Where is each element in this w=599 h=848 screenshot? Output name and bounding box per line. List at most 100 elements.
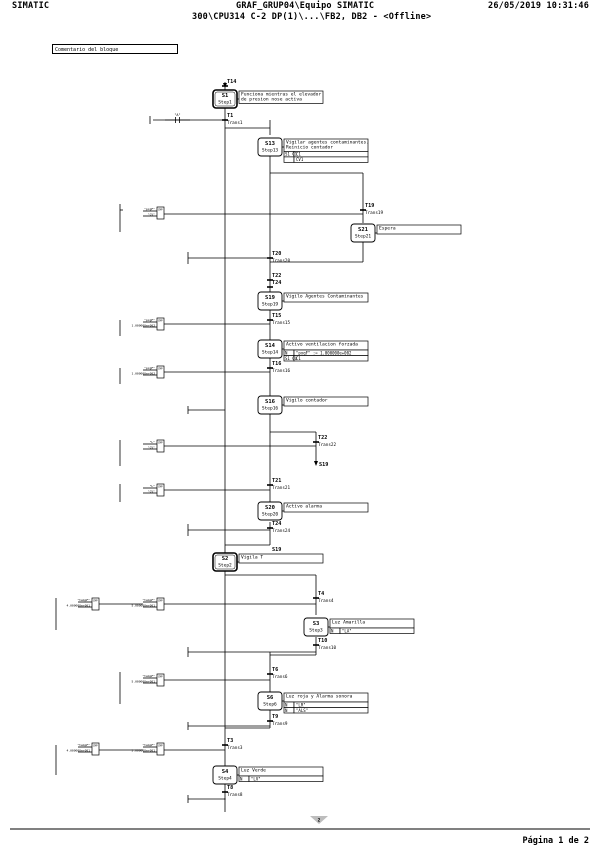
step-name: Step4 — [218, 776, 232, 782]
comparator-text: CMP — [158, 744, 163, 748]
step-id: S16 — [265, 399, 276, 405]
action-qualifier: S1 CU — [285, 356, 298, 361]
action-text: C1 — [296, 356, 301, 361]
step-comment-box[interactable] — [283, 292, 369, 303]
comparator-in1: "L" — [150, 440, 156, 444]
transition-id: T6 — [272, 667, 278, 673]
step-name: Step19 — [262, 302, 279, 308]
step-comment-text: Activo alarma — [286, 504, 322, 510]
comparator-in1: "tempF" — [77, 598, 90, 602]
transition-name: Trans20 — [272, 258, 291, 264]
step-name: Step1 — [218, 100, 232, 106]
action-qualifier: N — [285, 708, 288, 713]
step-id: S13 — [265, 141, 275, 147]
comparator-in1: "L" — [150, 484, 156, 488]
comparator-in1: "tempF" — [142, 674, 155, 678]
brand-label: SIMATIC — [12, 1, 50, 11]
step-comment-text: Espera — [379, 226, 396, 232]
print-datetime: 26/05/2019 10:31:46 — [488, 1, 590, 11]
step-comment-box[interactable] — [283, 502, 369, 513]
comparator-box — [156, 742, 165, 756]
transition-id: T16 — [272, 361, 281, 367]
comparator-in1: "pxgF" — [144, 207, 155, 211]
step-name: Step14 — [262, 350, 279, 356]
action-text: C1 — [296, 152, 301, 157]
comparator-in2: 4.000000e+001 — [67, 604, 91, 608]
transition-id: T21 — [272, 478, 281, 484]
action-text: "pxgF" := 1.000000e+002 — [296, 350, 352, 355]
comparator-text: CMP — [158, 675, 163, 679]
comparator-text: CMP — [158, 367, 163, 371]
transition-id: T19 — [365, 203, 374, 209]
comparator-in2: 5.000000e+001 — [132, 604, 156, 608]
transition-name: Trans9 — [272, 721, 288, 727]
comparator-in2: "CV" — [148, 213, 155, 217]
comparator-text: CMP — [158, 599, 163, 603]
step-comment-text: de presion nose activa — [241, 97, 302, 103]
block-path: 300\CPU314 C-2 DP(1)\...\FB2, DB2 - <Off… — [192, 12, 432, 22]
contact-label: "A" — [174, 113, 180, 117]
step-name: Step16 — [262, 406, 279, 412]
action-text: "LV" — [251, 776, 261, 781]
action-box — [293, 707, 369, 714]
comparator-box — [91, 742, 100, 756]
step-id: S4 — [222, 769, 229, 775]
comparator-in2: 1.000000e+002 — [132, 372, 156, 376]
comparator-in1: "tempF" — [142, 598, 155, 602]
action-qualifier-box — [283, 156, 295, 163]
page-scroll-marker[interactable] — [310, 816, 328, 824]
step-comment-text: Luz Amarilla — [332, 620, 365, 626]
action-box — [293, 151, 369, 158]
initial-step-marker — [214, 91, 236, 107]
comparator-text: CMP — [158, 319, 163, 323]
block-comment[interactable]: Comentario del bloque — [52, 44, 178, 54]
jump-target: S19 — [272, 547, 281, 553]
transition-name: Trans21 — [272, 485, 291, 491]
transition-id: T22 — [318, 435, 327, 441]
comparator-text: CMP — [158, 485, 163, 489]
step-name: Step3 — [309, 628, 323, 634]
step-comment-box[interactable] — [238, 553, 324, 564]
comparator-in1: "pxgF" — [144, 366, 155, 370]
transition-name: Trans4 — [318, 598, 334, 604]
action-text: "LA" — [342, 628, 352, 633]
step-name: Step13 — [262, 148, 279, 154]
step-comment-box[interactable] — [238, 90, 324, 104]
transition-name: Trans1 — [227, 120, 243, 126]
step-comment-text: Activo ventilacion forzada — [286, 342, 358, 348]
transition-name: Trans22 — [318, 442, 337, 448]
step-id: S1 — [222, 93, 229, 99]
transition-id: T1 — [227, 113, 233, 119]
comparator-in1: "tempF" — [142, 743, 155, 747]
action-text: "LR" — [296, 702, 306, 707]
transition-name: Trans15 — [272, 320, 291, 326]
step-comment-text: Luz roja y Alarma sonora — [286, 694, 353, 700]
step-comment-box[interactable] — [376, 224, 462, 235]
step-id: S19 — [265, 295, 275, 301]
jump-target: S19 — [319, 462, 328, 468]
comparator-in1: "tempF" — [77, 743, 90, 747]
transition-name: Trans8 — [227, 792, 243, 798]
action-box — [293, 156, 369, 163]
action-qualifier: N — [285, 350, 288, 355]
transition-name: Trans24 — [272, 528, 291, 534]
transition-id: T10 — [318, 638, 327, 644]
transition-id: T14 — [227, 79, 236, 85]
transition-name: Trans10 — [318, 645, 337, 651]
comparator-in2: 5.000000e+001 — [132, 680, 156, 684]
comparator-in2: "CV" — [148, 446, 155, 450]
transition-id: T9 — [272, 714, 278, 720]
action-box — [339, 627, 415, 634]
step-comment-text: Vigilo contador — [286, 398, 328, 404]
comparator-text: CMP — [93, 744, 98, 748]
comparator-text: CMP — [158, 208, 163, 212]
step-comment-text: Reinicio contador — [286, 145, 333, 151]
step-name: Step2 — [218, 563, 232, 569]
comparator-in2: 4.000000e+001 — [67, 749, 91, 753]
page-marker-number: 2 — [318, 818, 321, 824]
step-comment-box[interactable] — [283, 396, 369, 407]
page-number: Página 1 de 2 — [522, 836, 589, 846]
action-qualifier: N — [240, 776, 243, 781]
initial-step-marker — [214, 554, 236, 570]
